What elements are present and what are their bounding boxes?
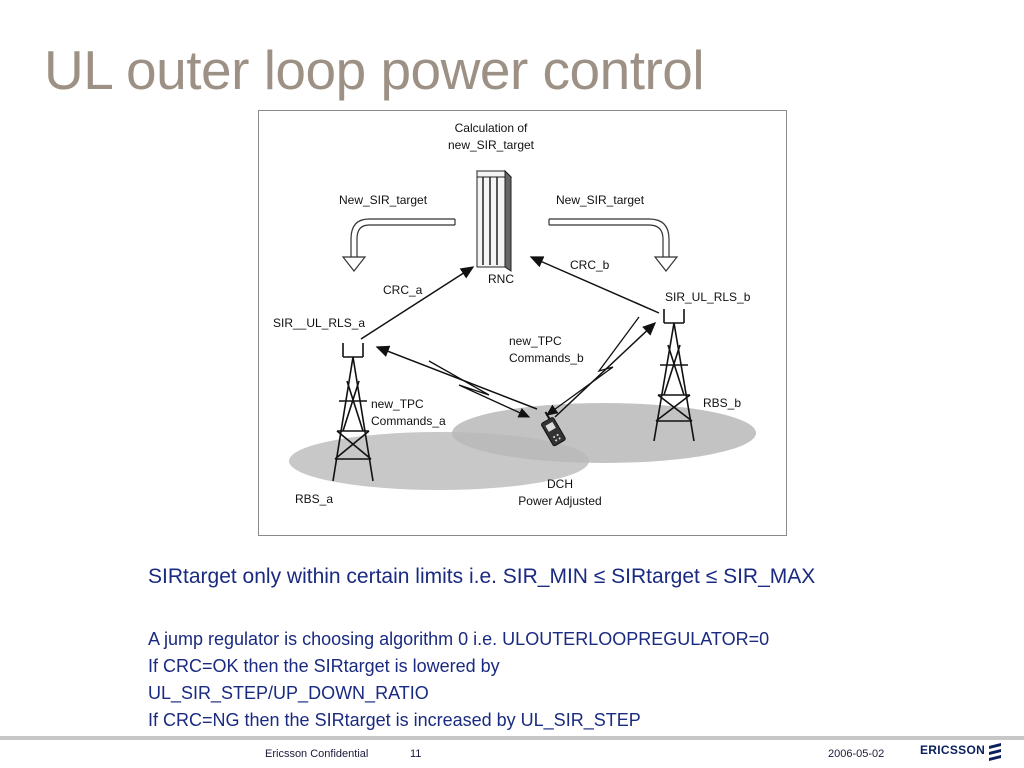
rnc-label: RNC (488, 272, 514, 286)
diagram-svg: Calculation of new_SIR_target RNC New_SI… (273, 121, 756, 508)
regulator-description: A jump regulator is choosing algorithm 0… (148, 626, 769, 734)
crc-b-arrow (529, 256, 660, 314)
rbs-b-label: RBS_b (703, 396, 741, 410)
regulator-line-2: If CRC=OK then the SIRtarget is lowered … (148, 656, 500, 676)
dch-label-line1: DCH (547, 477, 573, 491)
sir-limits-text: SIRtarget only within certain limits i.e… (148, 565, 816, 588)
ericsson-logo-text: ERICSSON (920, 743, 986, 757)
rnc-cabinet (475, 169, 513, 272)
rbs-a-label: RBS_a (295, 492, 333, 506)
footer-confidential: Ericsson Confidential (265, 748, 369, 760)
sir-rls-b-label: SIR_UL_RLS_b (665, 290, 751, 304)
new-sir-target-left-arrow (341, 218, 456, 272)
mobile-phone-icon (541, 411, 566, 447)
slide-title: UL outer loop power control (44, 39, 705, 101)
dch-label-line2: Power Adjusted (518, 494, 601, 508)
footer-divider (0, 736, 1024, 740)
radio-link-b (545, 316, 640, 416)
new-sir-target-right-label: New_SIR_target (556, 193, 645, 207)
regulator-line-3: UL_SIR_STEP/UP_DOWN_RATIO (148, 683, 429, 703)
calc-label-line2: new_SIR_target (448, 138, 535, 152)
regulator-line-4: If CRC=NG then the SIRtarget is increase… (148, 710, 641, 730)
regulator-line-1: A jump regulator is choosing algorithm 0… (148, 629, 770, 649)
crc-b-label: CRC_b (570, 258, 610, 272)
tpc-a-arrow (375, 345, 538, 410)
network-diagram: Calculation of new_SIR_target RNC New_SI… (258, 110, 787, 536)
footer-page-number: 11 (410, 748, 422, 760)
sir-rls-a-label: SIR__UL_RLS_a (273, 316, 365, 330)
tpc-a-label-line1: new_TPC (371, 397, 424, 411)
rbs-a-tower (332, 343, 374, 482)
tpc-b-arrow (554, 321, 657, 418)
calc-label-line1: Calculation of (455, 121, 528, 135)
new-sir-target-left-label: New_SIR_target (339, 193, 428, 207)
tpc-b-label-line1: new_TPC (509, 334, 562, 348)
coverage-area-b (452, 403, 756, 463)
radio-link-a (428, 360, 531, 418)
crc-a-arrow (360, 266, 475, 340)
new-sir-target-right-arrow (548, 218, 679, 272)
footer-date: 2006-05-02 (828, 748, 885, 760)
tpc-b-label-line2: Commands_b (509, 351, 584, 365)
crc-a-label: CRC_a (383, 283, 423, 297)
tpc-a-label-line2: Commands_a (371, 414, 446, 428)
ericsson-logo-icon (989, 743, 1001, 761)
rbs-b-tower (653, 309, 695, 442)
